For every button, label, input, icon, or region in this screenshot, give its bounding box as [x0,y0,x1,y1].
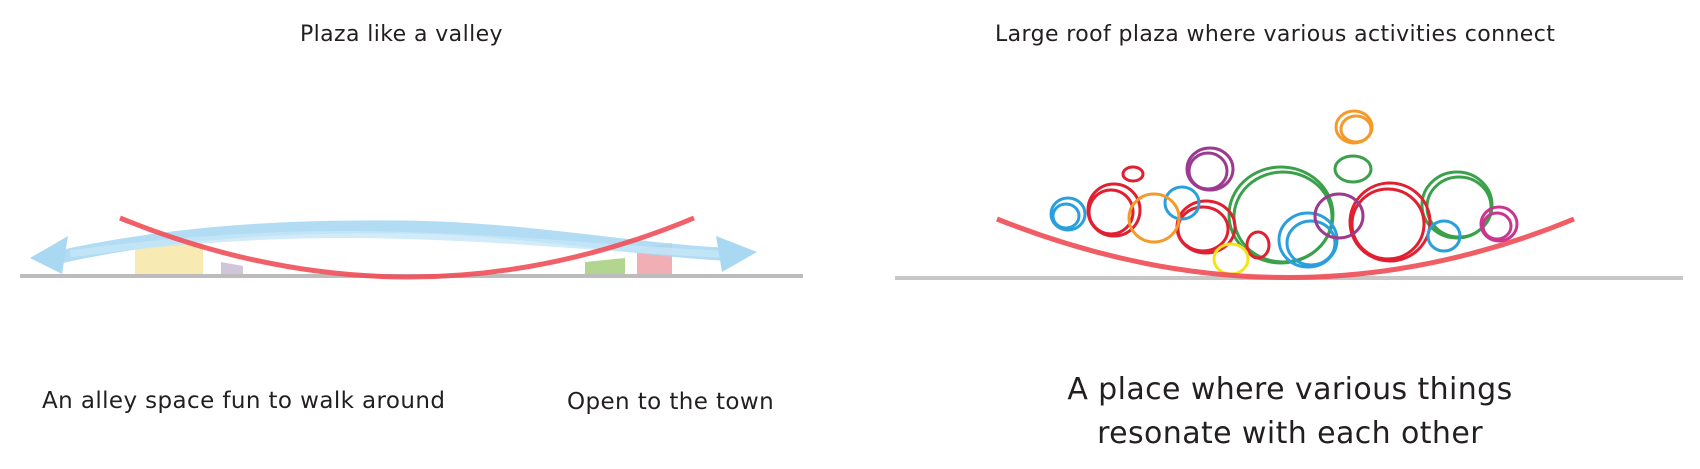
right-caption: A place where various things resonate wi… [1030,368,1550,456]
activity-circle [1176,205,1230,253]
activity-circle [1481,211,1513,241]
activity-circle [1187,151,1229,191]
left-diagram [20,215,803,280]
right-diagram [895,109,1683,280]
arrow-head-left-icon [30,236,68,274]
activity-circle [1350,187,1426,261]
valley-curve [119,215,695,280]
activity-circle [1277,211,1339,269]
left-caption-alley: An alley space fun to walk around [42,388,446,414]
activity-circle [1426,219,1462,253]
activity-circle [1333,154,1373,184]
activity-circle [1348,181,1432,263]
activity-circle [1051,202,1081,230]
activity-circle [1339,114,1373,144]
activity-circle [1285,219,1337,267]
activity-circle [1121,165,1145,183]
left-caption-open-town: Open to the town [567,389,775,415]
roof-plaza-curve [996,216,1575,280]
left-diagram-title: Plaza like a valley [300,22,503,47]
building-green [585,258,625,276]
right-caption-line-2: resonate with each other [1097,416,1483,451]
activity-circle [1163,185,1201,221]
activity-circle [1127,192,1181,244]
building-purple [221,262,243,276]
right-caption-line-1: A place where various things [1067,372,1513,407]
activity-circle [1479,205,1519,243]
activity-circle [1313,192,1365,240]
activity-circle [1049,196,1087,232]
activity-circle [1245,230,1271,260]
activity-circle [1212,242,1250,276]
right-diagram-title: Large roof plaza where various activitie… [995,22,1556,47]
activity-circle [1087,188,1135,236]
arrow-head-right-icon [716,236,757,272]
